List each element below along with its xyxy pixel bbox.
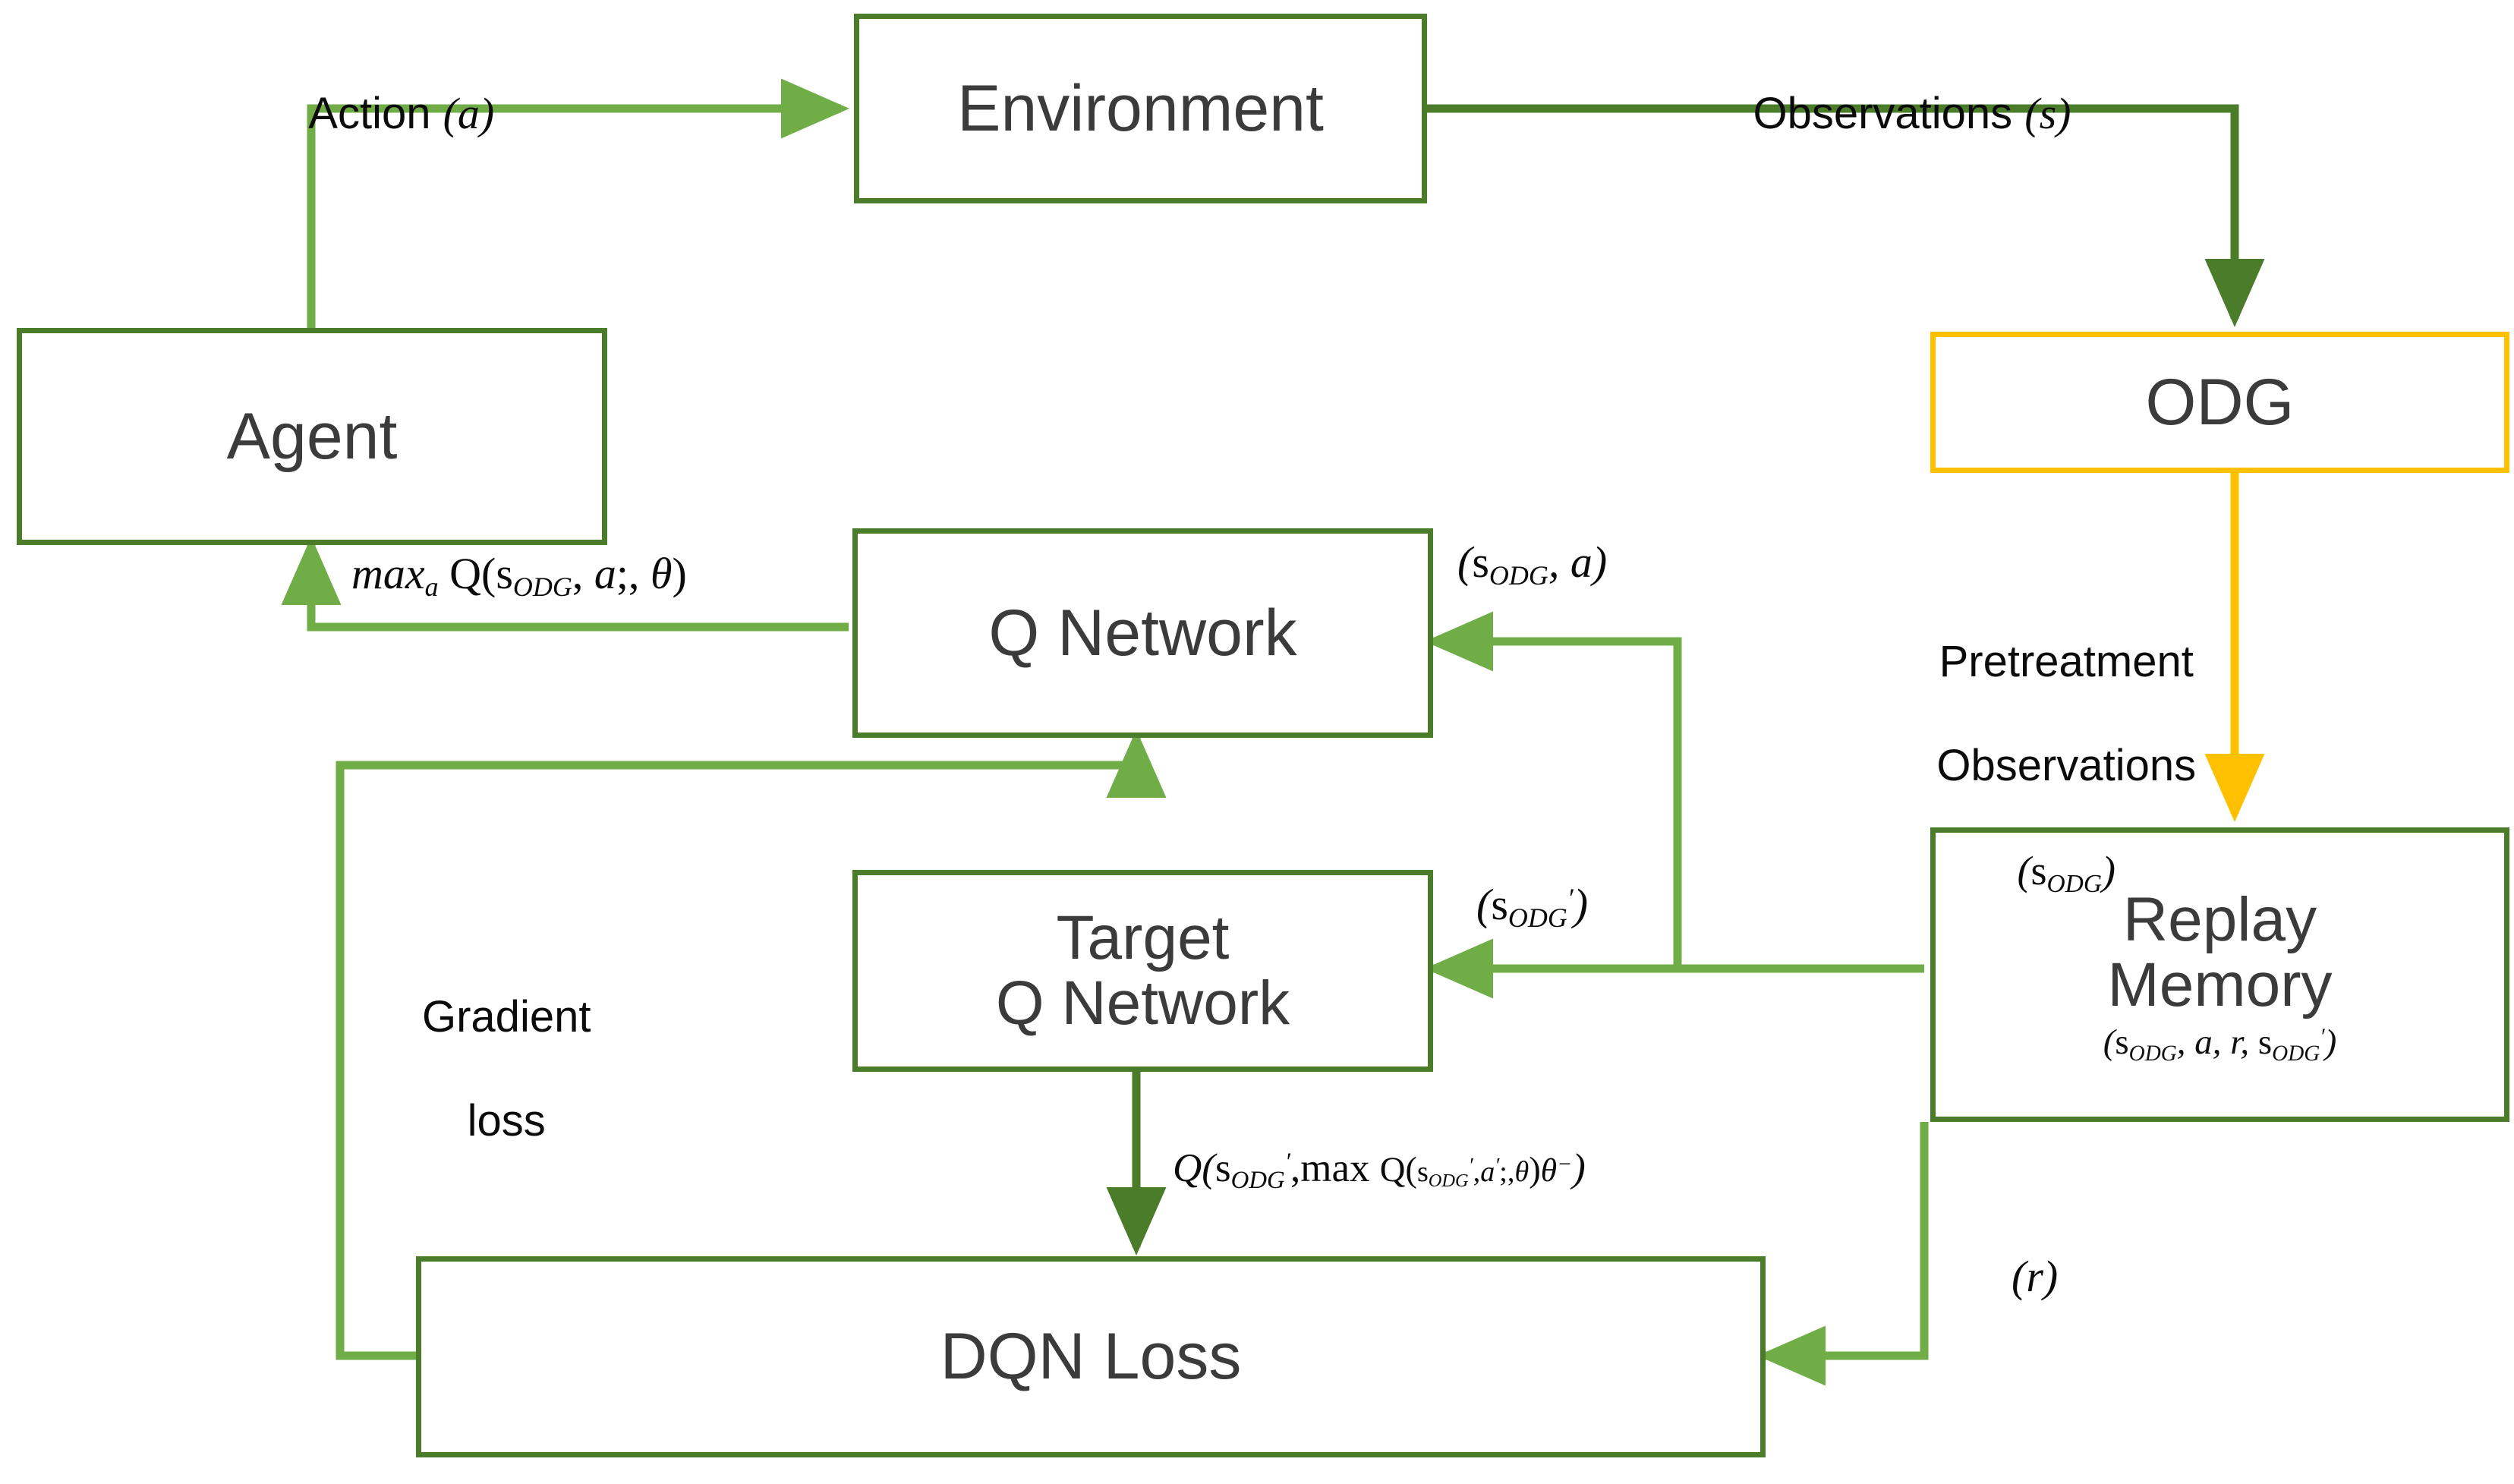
edge-dqn-loss-gradient-to-qnetwork <box>336 729 1167 1360</box>
edge-label-observations-text: Observations (s) <box>1753 89 2071 139</box>
node-target-q-network-label-line1: Target <box>1056 903 1230 972</box>
node-dqn-loss-label: DQN Loss <box>940 1320 1242 1394</box>
edge-label-observations: Observations (s) <box>1704 36 2071 192</box>
edge-label-action-text: Action (a) <box>308 89 495 139</box>
node-environment[interactable]: Environment <box>854 14 1427 203</box>
edge-environment-to-odg <box>1427 104 2265 328</box>
node-replay-memory[interactable]: Replay Memory (sODG, a, r, sODG′) <box>1930 827 2509 1122</box>
node-replay-memory-label-line1: Replay <box>2122 885 2317 955</box>
edge-label-pretreatment-line1: Pretreatment <box>1939 637 2194 687</box>
edge-qnetwork-to-agent <box>281 536 849 632</box>
node-agent-label: Agent <box>226 399 398 473</box>
edge-label-pretreatment-line2: Observations <box>1936 741 2197 791</box>
edge-label-s-odg-a: (sODG, a) <box>1457 537 1608 591</box>
edge-agent-to-environment <box>307 78 850 328</box>
node-replay-memory-tuple: (sODG, a, r, sODG′) <box>2103 1022 2337 1066</box>
node-q-network[interactable]: Q Network <box>852 528 1433 738</box>
edge-label-s-odg-prime: (sODG′) <box>1476 880 1589 934</box>
edge-label-pretreatment-symbol: (sODG) <box>2017 848 2115 898</box>
edge-label-gradient-line2: loss <box>467 1096 546 1146</box>
node-agent[interactable]: Agent <box>17 328 607 545</box>
edge-label-action: Action (a) <box>262 36 494 192</box>
node-dqn-loss[interactable]: DQN Loss <box>416 1256 1766 1457</box>
node-odg[interactable]: ODG <box>1930 332 2509 473</box>
edge-replay-to-dqn-loss <box>1756 1122 1929 1386</box>
node-q-network-label: Q Network <box>988 596 1297 670</box>
edge-label-target-formula: Q(sODG′,max Q(sODG′,a′;,θ)θ−) <box>1173 1146 1586 1195</box>
edge-label-reward: (r) <box>2012 1252 2059 1301</box>
node-replay-memory-label-line2: Memory <box>2107 950 2333 1020</box>
node-environment-label: Environment <box>957 71 1324 145</box>
node-odg-label: ODG <box>2145 365 2295 439</box>
edge-label-max-q: maxa Q(sODG, a;, θ) <box>351 549 687 603</box>
edge-label-gradient-line1: Gradient <box>422 992 591 1042</box>
edge-label-gradient-loss: Gradient loss <box>364 940 600 1199</box>
node-target-q-network-label-line2: Q Network <box>995 969 1290 1038</box>
node-target-q-network[interactable]: Target Q Network <box>852 870 1433 1072</box>
edge-label-pretreatment-observations: Pretreatment Observations (sODG) <box>1852 584 2232 948</box>
